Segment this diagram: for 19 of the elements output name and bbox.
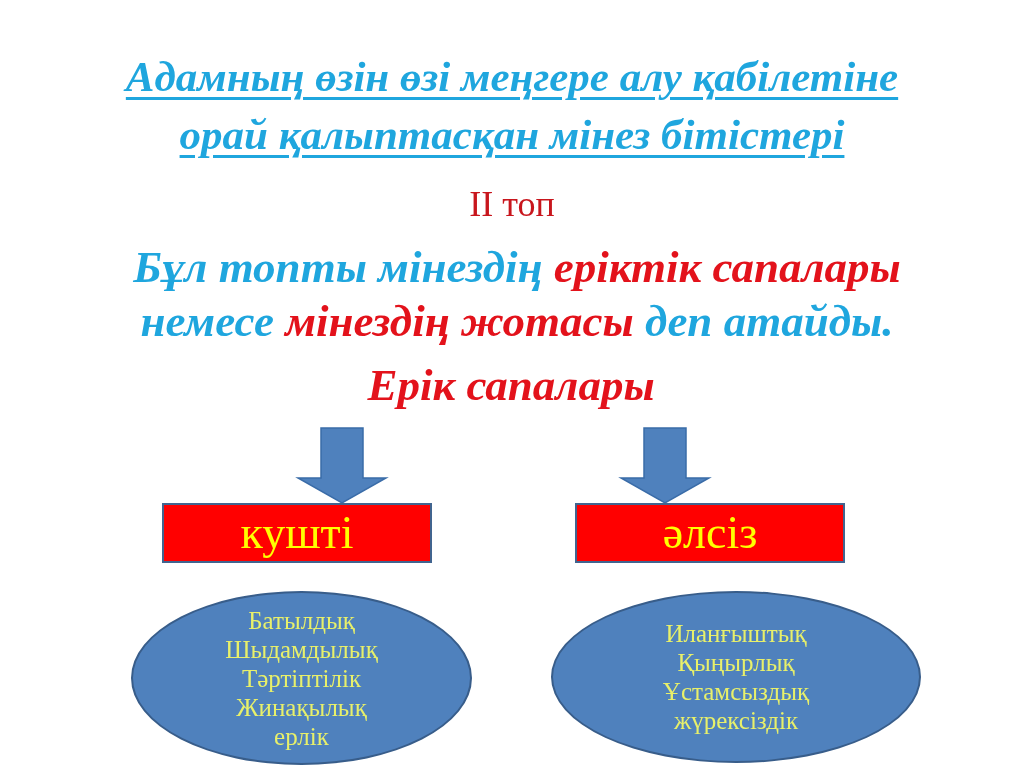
trait-text: Иланғыштық	[665, 619, 807, 648]
subheading: Ерік сапалары	[367, 360, 655, 410]
group-label: II топ	[469, 183, 555, 226]
block-arrow	[295, 427, 389, 504]
category-label: кушті	[240, 507, 354, 559]
trait-text: жүрексіздік	[673, 706, 799, 735]
trait-text: Тәртіптілік	[241, 663, 362, 693]
trait-text: Батылдық	[248, 605, 355, 635]
title: Адамның өзін өзі меңгере алу қабілетіне орай қалыптасқан мінез бітістері	[122, 52, 900, 160]
description-text: Бұл топты мінездің еріктік сапалары немесе мінездің жотасы деп атайды.	[132, 241, 902, 348]
trait-text: ерлік	[274, 721, 329, 751]
trait-text: Шыдамдылық	[225, 634, 378, 664]
trait-text: Жинақылық	[236, 692, 367, 722]
category-label: әлсіз	[662, 507, 758, 559]
category-box	[162, 503, 432, 563]
trait-text: Ұстамсыздық	[662, 677, 810, 706]
block-arrow	[618, 427, 712, 504]
category-box	[575, 503, 845, 563]
trait-text: Қыңырлық	[677, 648, 795, 677]
